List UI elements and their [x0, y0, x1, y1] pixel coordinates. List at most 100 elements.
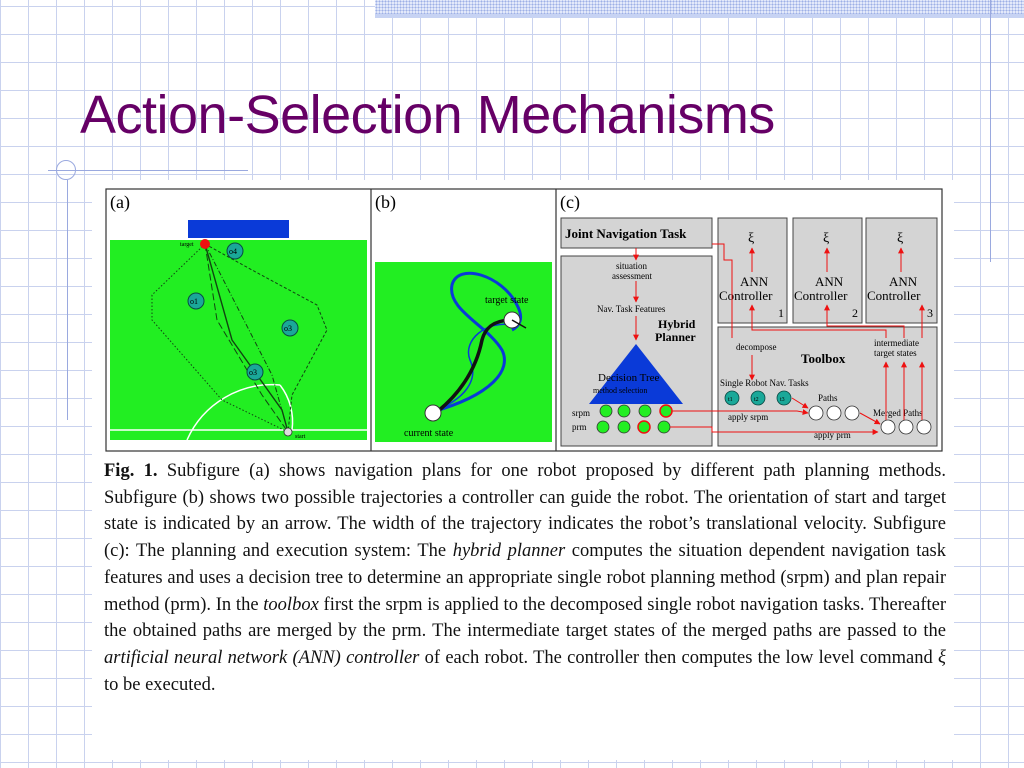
caption-fig-number: Fig. 1. [104, 461, 158, 481]
slide-right-rule [990, 0, 991, 262]
prm-label: prm [572, 422, 587, 432]
svg-text:1: 1 [778, 306, 784, 320]
paths-label: Paths [818, 393, 838, 403]
merged-node-3 [916, 419, 932, 435]
svg-text:3: 3 [927, 306, 933, 320]
svg-text:2: 2 [852, 306, 858, 320]
svg-text:ANN: ANN [889, 274, 918, 289]
obstacle-o1-label: o1 [190, 297, 198, 306]
robot-base-bar [188, 220, 289, 238]
svg-text:t2: t2 [754, 397, 759, 403]
joint-nav-task-box [560, 217, 713, 249]
assessment-label: assessment [612, 271, 652, 281]
svg-text:ξ: ξ [897, 231, 903, 246]
prm-node-1 [596, 420, 610, 434]
decision-tree-label: Decision Tree [598, 372, 660, 384]
panel-b: (b) target state current state [375, 192, 552, 442]
srpm-label: srpm [572, 408, 590, 418]
decompose-label: decompose [736, 342, 777, 352]
caption-italic-xi: ξ [938, 647, 946, 668]
caption-text-4: of each robot. The controller then compu… [419, 647, 939, 668]
figure-1: (a) o4 o1 o3 o3 target start (b) [92, 180, 954, 760]
target-state-label: target state [485, 295, 529, 306]
panel-a-label: (a) [110, 192, 130, 213]
svg-text:t3: t3 [780, 397, 785, 403]
caption-text-2: computes the situation dependent navigat… [104, 541, 946, 615]
title-underline-rule [48, 170, 248, 171]
current-state-label: current state [404, 428, 454, 439]
srpm-node-2 [617, 404, 631, 418]
path-long-dash [204, 243, 289, 433]
task-t1 [724, 390, 740, 406]
obstacle-o3 [281, 319, 299, 337]
srpm-node-3 [638, 404, 652, 418]
nav-task-features-label: Nav. Task Features [597, 304, 666, 314]
path-dash-dot [204, 243, 289, 433]
single-robot-nav-tasks-label: Single Robot Nav. Tasks [720, 378, 809, 388]
caption-text-1: Subfigure (a) shows navigation plans for… [104, 461, 946, 562]
caption-italic-ann-controller: artificial neural network (ANN) controll… [104, 647, 420, 668]
path-dashed [204, 243, 328, 433]
svg-text:ANN: ANN [815, 274, 844, 289]
caption-italic-toolbox: toolbox [263, 594, 319, 615]
merged-node-2 [898, 419, 914, 435]
target-marker [200, 239, 210, 249]
apply-srpm-label: apply srpm [728, 412, 768, 422]
current-state-marker [424, 404, 442, 422]
start-label: start [295, 434, 306, 440]
task-t2 [750, 390, 766, 406]
svg-text:Controller: Controller [794, 288, 848, 303]
trajectory-black [435, 318, 513, 414]
field-arc [186, 383, 281, 441]
svg-text:Controller: Controller [867, 288, 921, 303]
obstacle-o3-label: o3 [284, 324, 292, 333]
method-selection-label: method selection [593, 386, 647, 395]
start-marker [283, 427, 293, 437]
svg-text:ξ: ξ [748, 231, 754, 246]
path-node-3 [844, 405, 860, 421]
caption-text-3: first the srpm is applied to the decompo… [104, 594, 946, 642]
target-label: target [180, 242, 194, 248]
slide-title: Action-Selection Mechanisms [80, 85, 775, 145]
svg-text:t1: t1 [728, 397, 733, 403]
prm-node-4 [657, 420, 671, 434]
obstacle-o4-label: o4 [229, 247, 237, 256]
slide-top-band [375, 0, 1024, 18]
caption-italic-hybrid-planner: hybrid planner [452, 541, 566, 562]
svg-text:Controller: Controller [719, 288, 773, 303]
ann-controller-3: ξ ANN Controller 3 [865, 217, 938, 324]
panel-b-field [375, 262, 552, 442]
obstacle-o1 [187, 292, 205, 310]
obstacle-o4 [226, 242, 244, 260]
srpm-node-1 [599, 404, 613, 418]
slide-top-band-edge [375, 14, 1024, 18]
merged-node-1 [880, 419, 896, 435]
decision-tree-triangle [589, 344, 683, 404]
figure-caption: Fig. 1. Subfigure (a) shows navigation p… [104, 458, 946, 698]
merged-paths-label: Merged Paths [873, 408, 923, 418]
prm-node-selected [637, 420, 651, 434]
planner-label: Planner [655, 330, 696, 344]
srpm-node-selected [659, 404, 673, 418]
task-t3 [776, 390, 792, 406]
svg-text:ξ: ξ [823, 231, 829, 246]
prm-node-2 [617, 420, 631, 434]
intermediate-label: intermediate [874, 338, 919, 348]
panel-a: (a) o4 o1 o3 o3 target start [110, 192, 367, 441]
apply-prm-label: apply prm [814, 430, 851, 440]
flow-arrows [670, 243, 925, 435]
toolbox-label: Toolbox [801, 351, 846, 366]
path-node-1 [808, 405, 824, 421]
panel-c: (c) Joint Navigation Task situation asse… [560, 192, 938, 447]
panel-c-label: (c) [560, 192, 580, 213]
situation-label: situation [616, 261, 647, 271]
obstacle-o2-label: o3 [249, 368, 257, 377]
panel-a-field [110, 240, 367, 440]
obstacle-o2 [246, 363, 264, 381]
panel-b-label: (b) [375, 192, 396, 213]
figure-diagram: (a) o4 o1 o3 o3 target start (b) [105, 188, 943, 452]
title-ring-ornament [56, 160, 76, 180]
slide-left-rule [67, 180, 68, 420]
path-node-2 [826, 405, 842, 421]
path-dotted [151, 243, 289, 433]
